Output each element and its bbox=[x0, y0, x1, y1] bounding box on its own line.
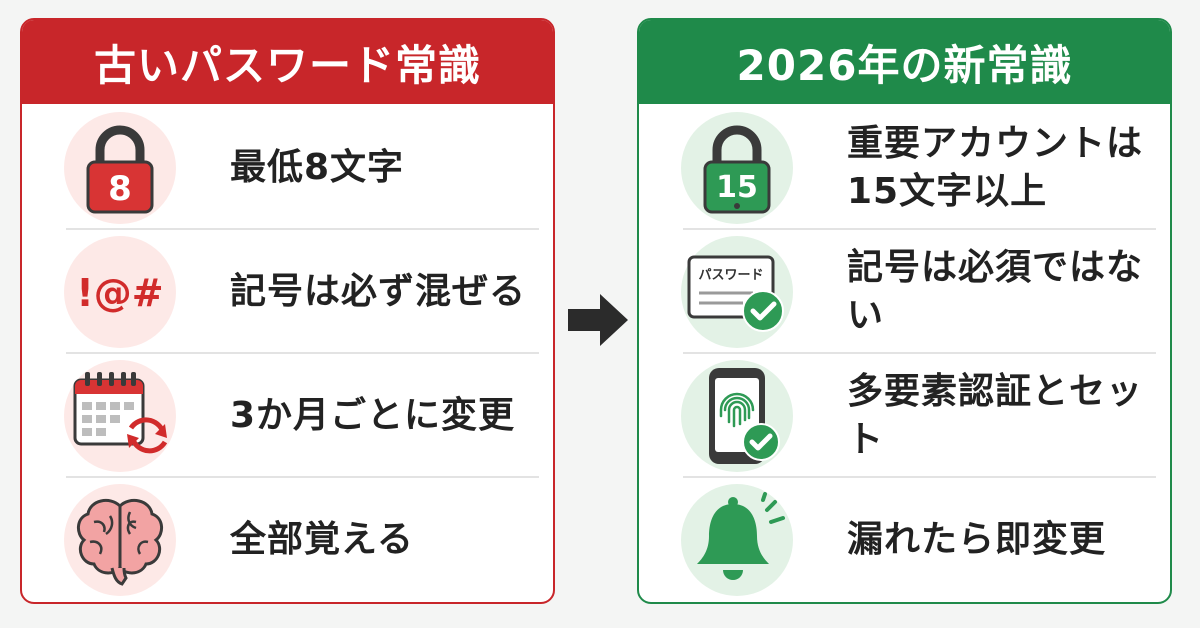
old-panel-title: 古いパスワード常識 bbox=[22, 20, 553, 104]
new-item-mfa: 多要素認証とセット bbox=[639, 354, 1170, 478]
arrow-right-icon bbox=[566, 292, 630, 348]
lock-badge-text: 8 bbox=[108, 169, 132, 209]
calendar-refresh-icon bbox=[73, 372, 168, 454]
old-item-symbols: !@# 記号は必ず混ぜる bbox=[22, 230, 553, 354]
symbols-icon: !@# bbox=[76, 271, 163, 315]
row-divider bbox=[683, 228, 1156, 230]
row-divider bbox=[66, 476, 539, 478]
new-panel-title: 2026年の新常識 bbox=[639, 20, 1170, 104]
old-item-text: 記号は必ず混ぜる bbox=[230, 271, 527, 312]
old-practices-panel: 古いパスワード常識 8 最低8文字 !@# 記号は必ず混ぜる bbox=[20, 18, 555, 604]
password-card-text: パスワード bbox=[698, 268, 763, 283]
old-item-text: 全部覚える bbox=[230, 519, 414, 560]
phone-fingerprint-icon bbox=[709, 368, 780, 464]
new-item-text: 多要素認証とセット bbox=[847, 371, 1144, 460]
brain-icon bbox=[77, 498, 163, 586]
password-card-check-icon: パスワード bbox=[687, 255, 784, 332]
lock-icon: 8 bbox=[86, 125, 154, 214]
new-item-text: 記号は必須ではない bbox=[847, 247, 1144, 336]
row-divider bbox=[683, 476, 1156, 478]
symbols-text: !@# bbox=[76, 271, 163, 315]
new-item-length: 15 重要アカウントは 15文字以上 bbox=[639, 106, 1170, 230]
new-item-text: 漏れたら即変更 bbox=[847, 519, 1107, 560]
row-divider bbox=[66, 228, 539, 230]
old-item-text: 最低8文字 bbox=[230, 147, 405, 188]
new-item-text: 重要アカウントは 15文字以上 bbox=[847, 123, 1144, 212]
new-item-breach-change: 漏れたら即変更 bbox=[639, 478, 1170, 602]
bell-icon bbox=[697, 492, 785, 580]
row-divider bbox=[66, 352, 539, 354]
row-divider bbox=[683, 352, 1156, 354]
old-item-text: 3か月ごとに変更 bbox=[230, 395, 516, 436]
lock-badge-text: 15 bbox=[716, 170, 758, 205]
old-item-rotation: 3か月ごとに変更 bbox=[22, 354, 553, 478]
new-practices-panel: 2026年の新常識 15 重要アカウントは 15文字以上 パスワード 記号は必須 bbox=[637, 18, 1172, 604]
lock-icon: 15 bbox=[703, 125, 771, 214]
old-item-min-length: 8 最低8文字 bbox=[22, 106, 553, 230]
old-item-memorize: 全部覚える bbox=[22, 478, 553, 602]
new-item-symbols-optional: パスワード 記号は必須ではない bbox=[639, 230, 1170, 354]
